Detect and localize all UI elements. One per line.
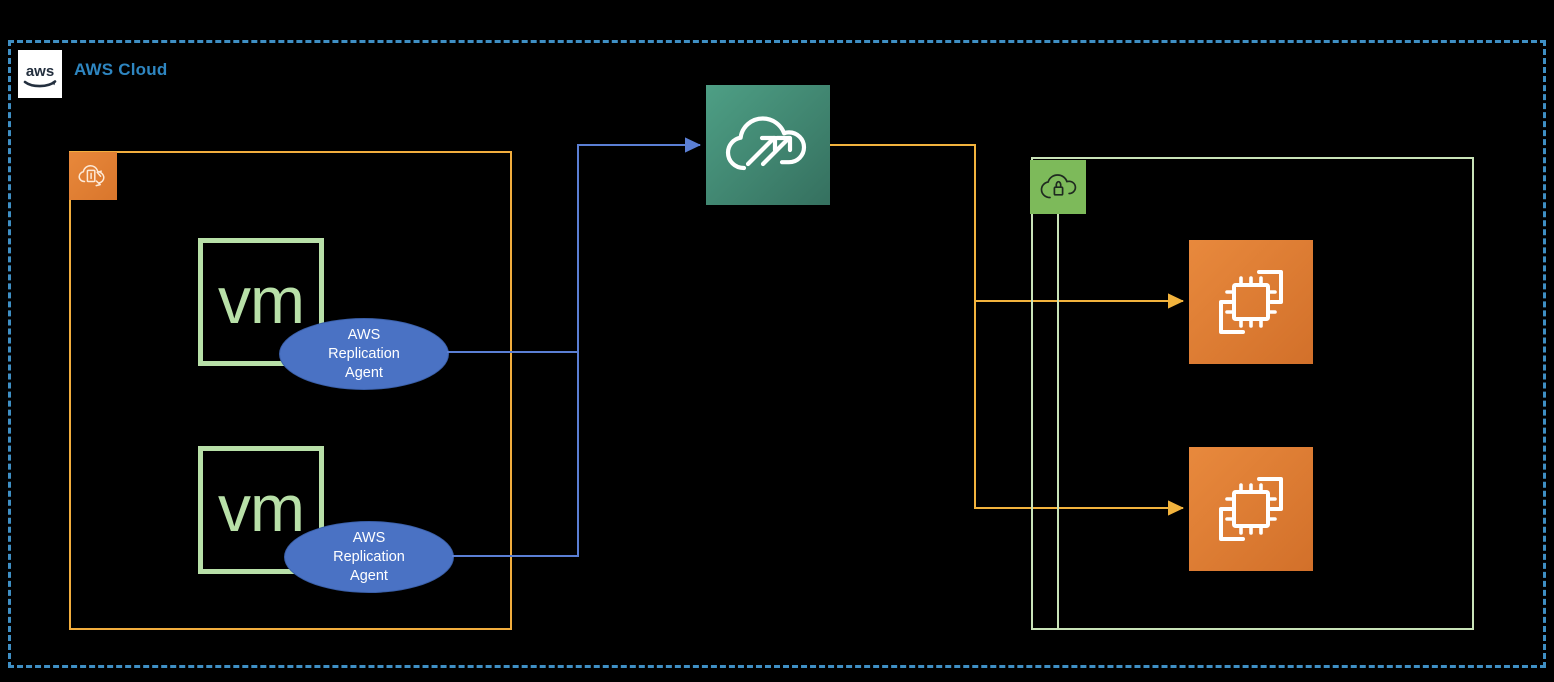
svg-text:aws: aws: [26, 63, 54, 80]
agent-label-line-2: Replication: [328, 345, 400, 362]
vpc-group-boundary: [1031, 157, 1474, 630]
aws-cloud-label: AWS Cloud: [74, 60, 168, 79]
vpc-lock-cloud-icon: [1030, 160, 1086, 214]
source-vm-box-2: vm: [198, 446, 324, 574]
migration-cloud-icon: [706, 85, 830, 205]
vm-label: vm: [218, 263, 305, 337]
aws-replication-agent-1: AWS Replication Agent: [279, 318, 449, 390]
agent-label-line-3: Agent: [345, 364, 383, 381]
vm-label: vm: [218, 471, 305, 545]
agent-label-line-1: AWS: [352, 529, 386, 546]
agent-label-line-1: AWS: [347, 326, 381, 343]
ec2-instance-icon-1: [1189, 240, 1313, 364]
ec2-instance-icon-2: [1189, 447, 1313, 571]
application-migration-service-icon: [69, 152, 117, 200]
aws-cloud-boundary: [8, 40, 1546, 668]
agent-label-line-2: Replication: [333, 548, 405, 565]
aws-replication-agent-2: AWS Replication Agent: [284, 521, 454, 593]
agent-label-line-3: Agent: [350, 567, 388, 584]
aws-logo-icon: aws: [18, 50, 62, 98]
source-vm-box-1: vm: [198, 238, 324, 366]
